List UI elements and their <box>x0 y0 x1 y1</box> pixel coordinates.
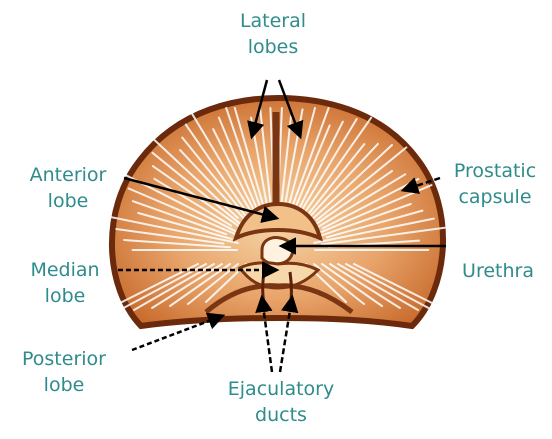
label-anterior-lobe-line2: lobe <box>18 188 118 214</box>
label-lateral-lobes: Lateral lobes <box>218 8 328 60</box>
label-prostatic-capsule-line2: capsule <box>442 184 548 210</box>
urethra-shape <box>262 238 293 265</box>
label-urethra-line1: Urethra <box>450 258 546 284</box>
label-posterior-lobe-line1: Posterior <box>4 346 124 372</box>
label-ejaculatory-ducts-line2: ducts <box>206 402 356 428</box>
label-anterior-lobe: Anterior lobe <box>18 162 118 214</box>
label-lateral-lobes-line1: Lateral <box>218 8 328 34</box>
label-posterior-lobe: Posterior lobe <box>4 346 124 398</box>
label-prostatic-capsule: Prostatic capsule <box>442 158 548 210</box>
label-posterior-lobe-line2: lobe <box>4 372 124 398</box>
label-median-lobe: Median lobe <box>20 257 110 309</box>
label-urethra: Urethra <box>450 258 546 284</box>
label-median-lobe-line2: lobe <box>20 283 110 309</box>
label-ejaculatory-ducts-line1: Ejaculatory <box>206 376 356 402</box>
label-lateral-lobes-line2: lobes <box>218 34 328 60</box>
label-anterior-lobe-line1: Anterior <box>18 162 118 188</box>
label-prostatic-capsule-line1: Prostatic <box>442 158 548 184</box>
label-median-lobe-line1: Median <box>20 257 110 283</box>
label-ejaculatory-ducts: Ejaculatory ducts <box>206 376 356 428</box>
